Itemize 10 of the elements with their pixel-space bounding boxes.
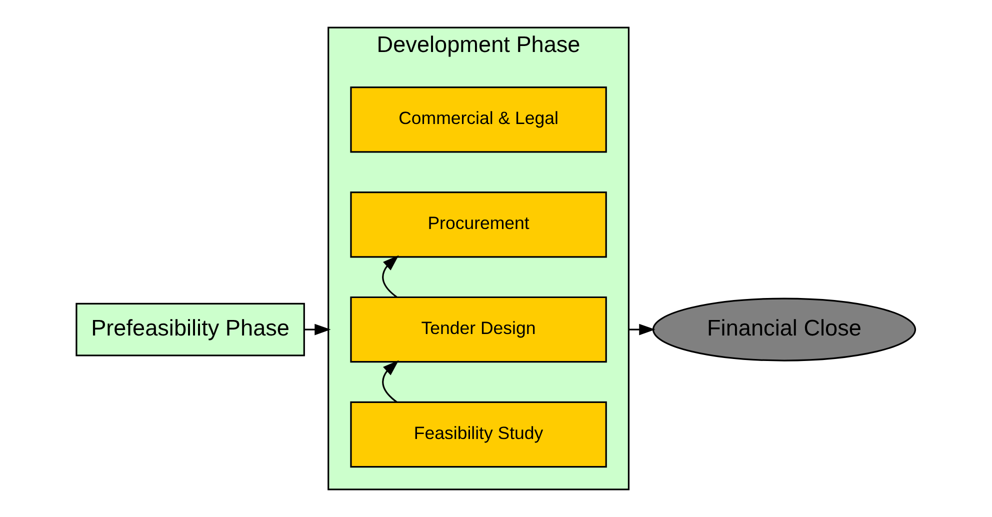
arrow xyxy=(628,324,656,336)
arrow xyxy=(304,324,331,336)
arrow xyxy=(382,255,399,298)
node-box: Prefeasibility Phase xyxy=(76,302,305,356)
node-ellipse: Financial Close xyxy=(652,298,916,362)
node-box: Tender Design xyxy=(350,296,607,363)
node-box: Procurement xyxy=(350,191,607,258)
node-box: Commercial & Legal xyxy=(350,86,607,153)
node-box: Feasibility Study xyxy=(350,401,607,468)
arrow xyxy=(382,360,399,403)
